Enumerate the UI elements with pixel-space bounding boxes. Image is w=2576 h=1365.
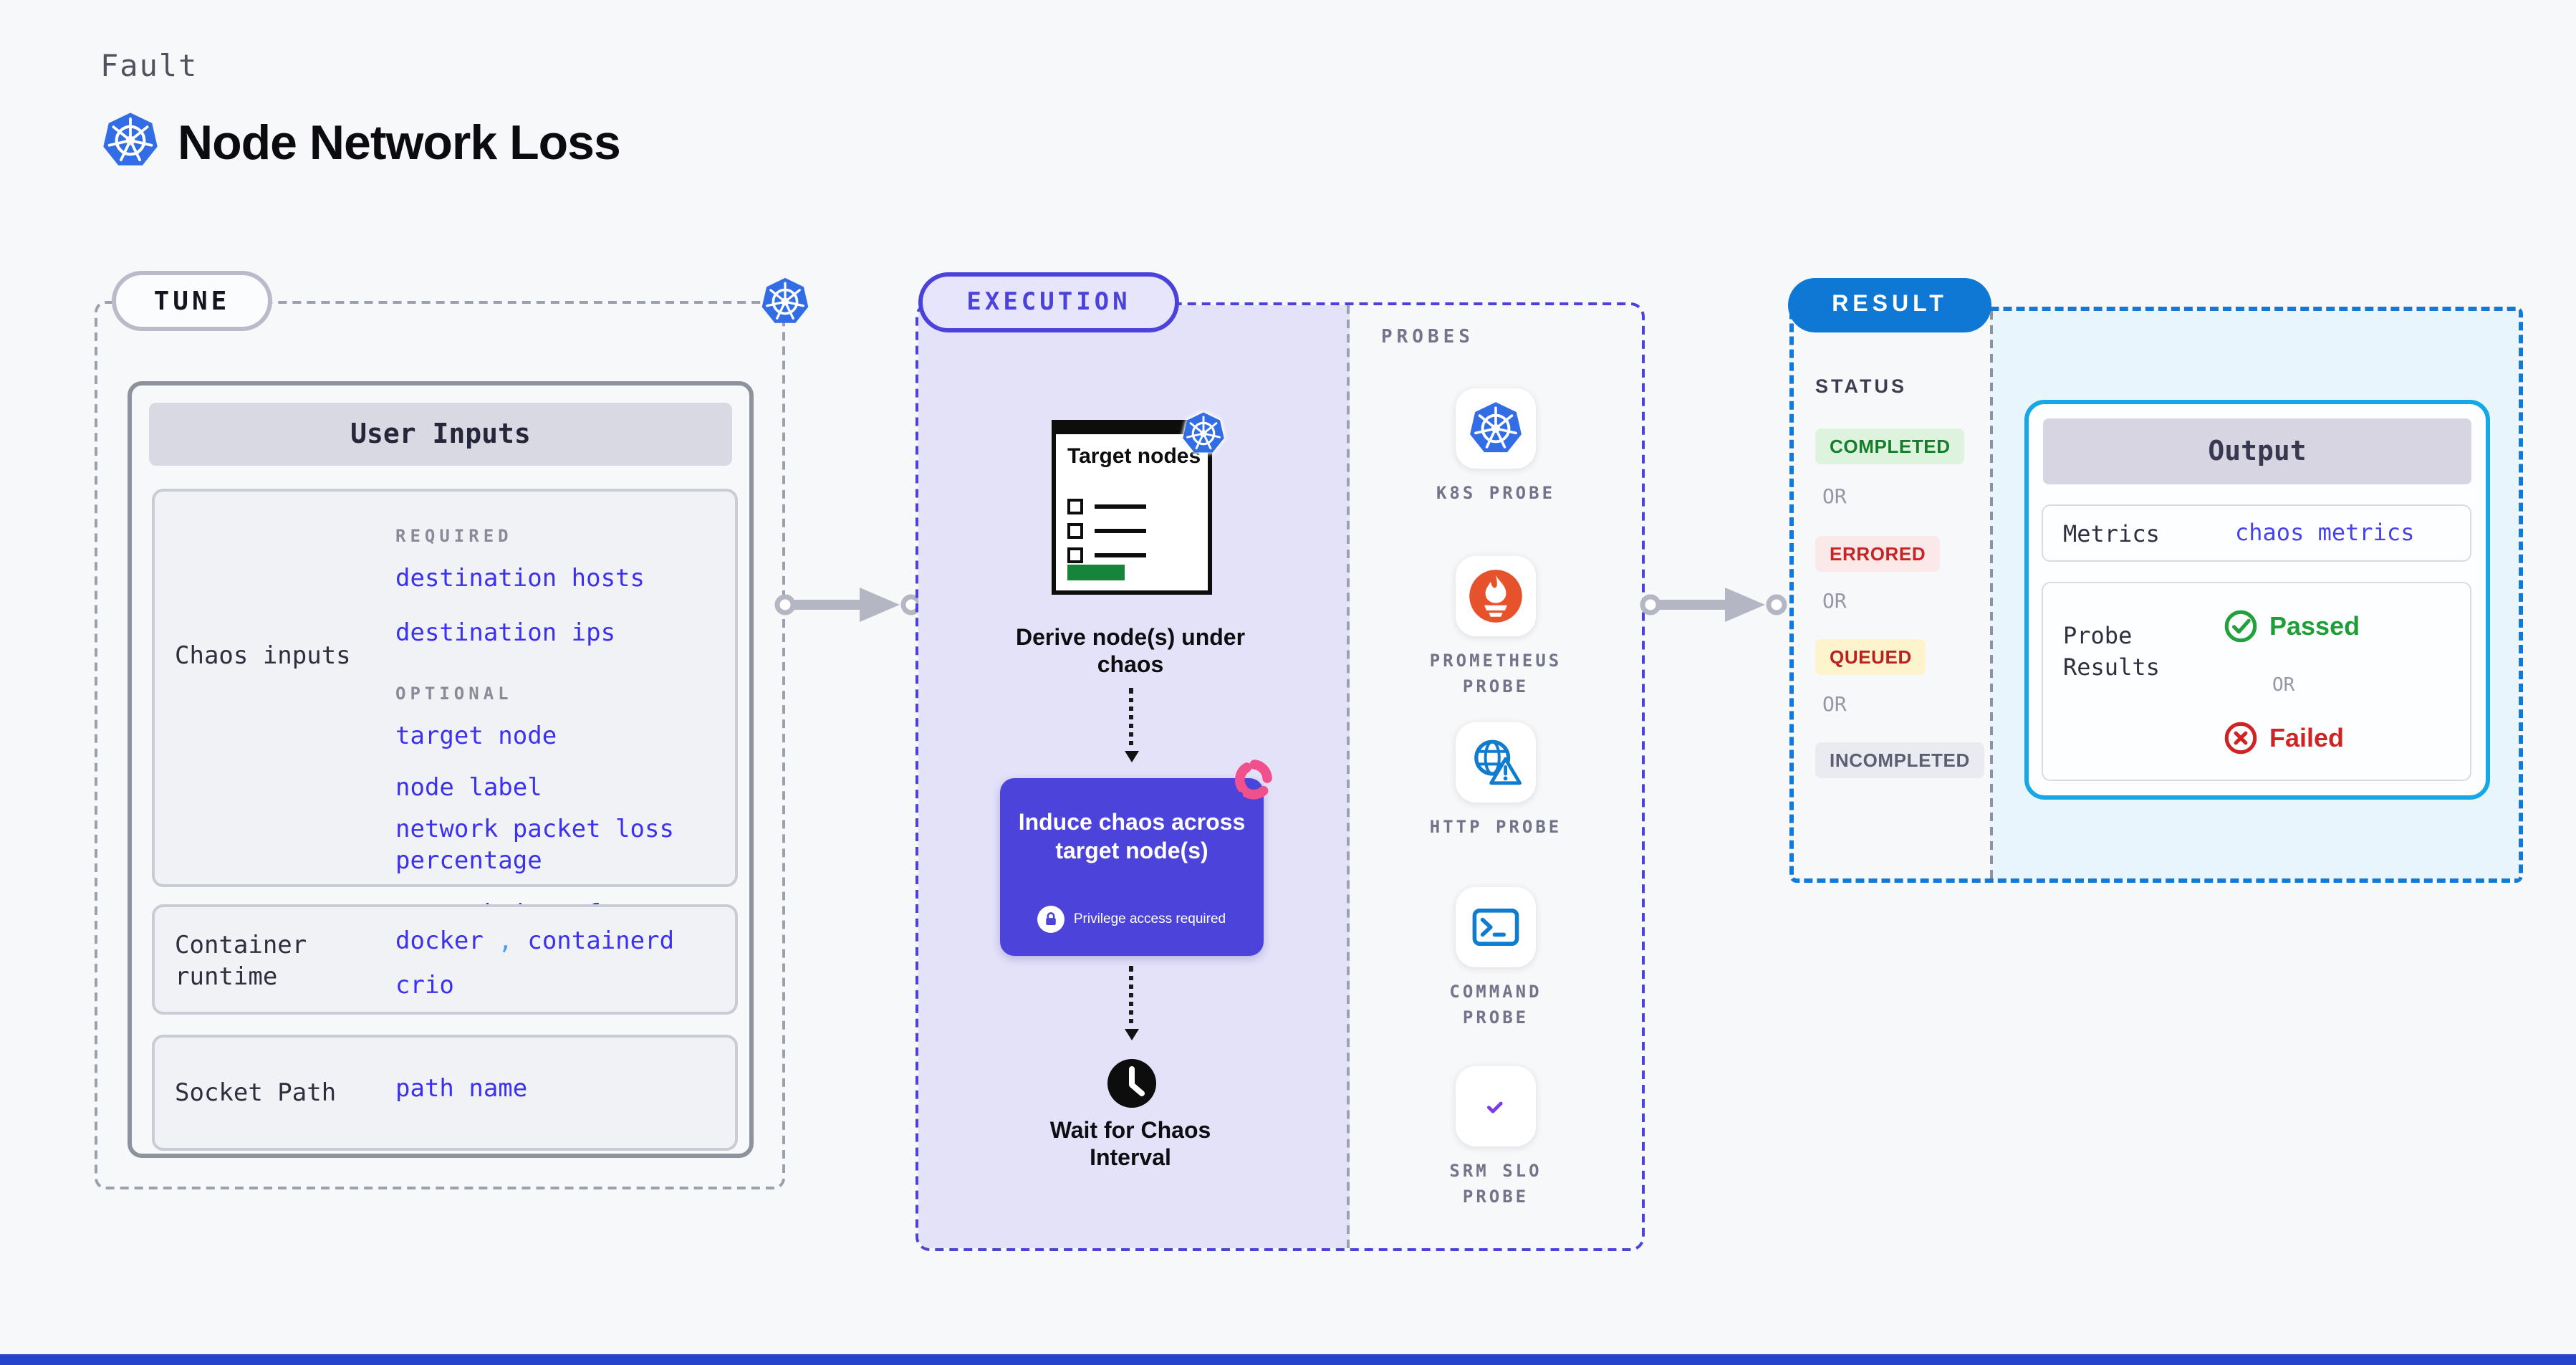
or-label: OR: [1822, 486, 1847, 509]
param-link[interactable]: crio: [395, 972, 454, 1001]
or-label: OR: [2272, 675, 2295, 696]
window-titlebar: [1052, 420, 1212, 434]
probes-heading: PROBES: [1381, 327, 1474, 348]
chaos-inputs-label: Chaos inputs: [175, 642, 351, 671]
status-heading: STATUS: [1815, 375, 1907, 397]
lock-icon: [1037, 906, 1065, 933]
probe-item: COMMAND PROBE: [1416, 887, 1576, 1030]
chaos-inputs-row: Chaos inputs REQUIRED destination hosts …: [152, 489, 738, 928]
green-button-shape: [1067, 565, 1125, 580]
chaos-inputs-values: REQUIRED destination hosts destination i…: [395, 526, 732, 929]
clock-icon: [1106, 1058, 1158, 1109]
checkbox-icon: [1067, 523, 1083, 539]
socket-path-label: Socket Path: [175, 1079, 337, 1108]
param-link[interactable]: destination ips: [395, 619, 616, 648]
terminal-icon: [1456, 887, 1536, 967]
kubernetes-icon: [1181, 410, 1226, 457]
flow-arrow: [1640, 588, 1787, 622]
probe-item: HTTP PROBE: [1416, 722, 1576, 840]
metrics-label: Metrics: [2063, 520, 2160, 547]
wait-interval-label: Wait for Chaos Interval: [1049, 1119, 1211, 1172]
checkbox-icon: [1067, 499, 1083, 514]
target-nodes-title: Target nodes: [1067, 444, 1201, 469]
http-globe-warning-icon: [1456, 722, 1536, 803]
value-separator: ,: [498, 927, 513, 956]
required-heading: REQUIRED: [395, 526, 513, 546]
kubernetes-icon: [759, 275, 811, 328]
param-link[interactable]: path name: [395, 1075, 528, 1103]
container-runtime-label: Container runtime: [175, 931, 307, 992]
privilege-note: Privilege access required: [1073, 911, 1226, 927]
derive-nodes-label: Derive node(s) under chaos: [1015, 626, 1246, 679]
node-checklist: [1067, 499, 1146, 572]
container-runtime-values: docker , containerd crio: [395, 926, 732, 1002]
dotted-connector: [1124, 966, 1138, 1040]
result-section-badge: RESULT: [1788, 278, 1991, 332]
or-label: OR: [1822, 694, 1847, 717]
output-card: Output Metrics chaos metrics Probe Resul…: [2024, 400, 2490, 800]
checkbox-icon: [1067, 547, 1083, 563]
induce-chaos-box: Induce chaos across target node(s) Privi…: [1000, 778, 1264, 956]
tune-section-box: [95, 301, 785, 1189]
param-link[interactable]: target node: [395, 722, 557, 752]
param-link[interactable]: destination hosts: [395, 565, 645, 593]
probe-item: K8S PROBE: [1416, 388, 1576, 506]
probe-label: HTTP PROBE: [1429, 817, 1562, 837]
fault-eyebrow: Fault: [100, 49, 198, 83]
passed-label: Passed: [2269, 611, 2360, 640]
status-badge-completed: COMPLETED: [1815, 428, 1965, 464]
socket-path-row: Socket Path path name: [152, 1035, 738, 1151]
footer-accent-bar: [0, 1354, 2576, 1365]
probe-label: SRM SLO PROBE: [1449, 1161, 1542, 1207]
prometheus-icon: [1456, 556, 1536, 636]
x-circle-icon: [2224, 721, 2258, 755]
flow-arrow: [774, 588, 922, 622]
metrics-value-link[interactable]: chaos metrics: [2235, 519, 2415, 546]
target-nodes-card: Target nodes: [1052, 420, 1212, 595]
param-link[interactable]: node label: [395, 774, 542, 803]
output-title: Output: [2043, 418, 2471, 484]
param-link[interactable]: containerd: [527, 927, 675, 956]
litmus-chaos-icon: [1229, 754, 1278, 803]
execution-section-badge: EXECUTION: [918, 272, 1179, 332]
tune-section-badge: TUNE: [112, 271, 272, 331]
container-runtime-row: Container runtime docker , containerd cr…: [152, 904, 738, 1015]
dotted-connector: [1124, 688, 1138, 762]
metrics-row: Metrics chaos metrics: [2042, 504, 2471, 562]
kubernetes-icon: [1456, 388, 1536, 469]
probe-label: K8S PROBE: [1436, 483, 1556, 503]
status-badge-queued: QUEUED: [1815, 639, 1926, 675]
probe-results-row: Probe Results Passed OR Failed: [2042, 582, 2471, 781]
probe-results-label: Probe Results: [2063, 622, 2160, 681]
probe-label: COMMAND PROBE: [1449, 982, 1542, 1028]
user-inputs-card: User Inputs Chaos inputs REQUIRED destin…: [128, 381, 754, 1158]
kubernetes-icon: [100, 109, 160, 172]
status-badge-incompleted: INCOMPLETED: [1815, 742, 1984, 778]
param-link[interactable]: docker: [395, 927, 484, 956]
user-inputs-title: User Inputs: [149, 403, 732, 466]
failed-label: Failed: [2269, 723, 2345, 752]
or-label: OR: [1822, 590, 1847, 613]
page-title: Node Network Loss: [178, 116, 621, 171]
probe-label: PROMETHEUS PROBE: [1429, 651, 1562, 696]
check-circle-icon: [2224, 609, 2258, 643]
induce-chaos-label: Induce chaos across target node(s): [1018, 811, 1246, 864]
param-link[interactable]: network packet loss percentage: [395, 815, 674, 876]
probe-item: PROMETHEUS PROBE: [1416, 556, 1576, 699]
slo-pie-check-icon: [1456, 1066, 1536, 1146]
optional-heading: OPTIONAL: [395, 684, 513, 704]
status-badge-errored: ERRORED: [1815, 536, 1941, 572]
probe-item: SRM SLO PROBE: [1416, 1066, 1576, 1210]
